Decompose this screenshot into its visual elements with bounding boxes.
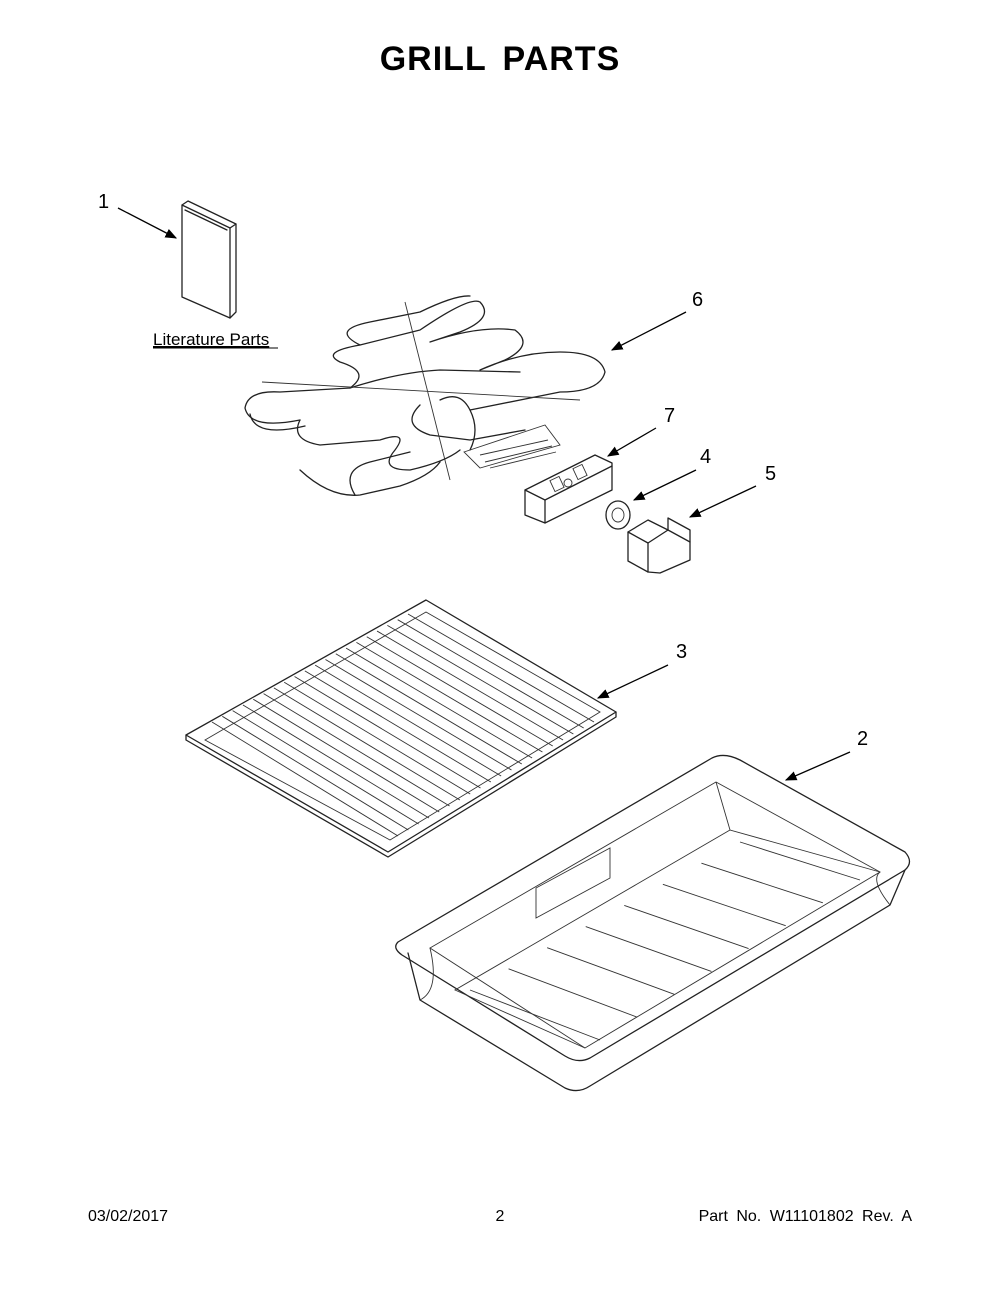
pan-rib <box>739 841 861 881</box>
grate-bars <box>211 613 595 837</box>
grate-bar <box>387 624 574 735</box>
callout-1-arrow <box>117 207 178 239</box>
pan-rib <box>508 968 638 1018</box>
grate-bar <box>283 681 471 795</box>
callout-2-arrow <box>784 751 851 781</box>
grate-bar <box>335 653 523 765</box>
grate-bar <box>294 676 481 789</box>
grill-element-drawing <box>244 295 606 496</box>
terminal-block-drawing <box>524 454 613 524</box>
grate-bar <box>242 704 430 819</box>
callout-3: 3 <box>676 641 687 663</box>
callout-5: 5 <box>765 463 776 485</box>
callout-5-arrow <box>688 485 757 518</box>
pan-rib <box>469 989 601 1041</box>
callout-3-arrow <box>596 664 669 699</box>
footer-page-number: 2 <box>495 1208 505 1225</box>
grate-bar <box>253 698 440 813</box>
pan-rib <box>585 926 712 972</box>
callout-1: 1 <box>98 191 109 213</box>
grate-bar <box>376 630 564 741</box>
grate-bar <box>325 659 512 771</box>
pan-rib <box>701 862 823 904</box>
literature-parts-label: Literature Parts <box>153 330 269 349</box>
callout-7: 7 <box>664 405 675 427</box>
page-title: GRILL PARTS <box>379 40 621 78</box>
pan-ribs <box>469 841 861 1041</box>
grate-bar <box>366 636 553 747</box>
pan-rib <box>662 883 786 927</box>
callout-6-arrow <box>610 311 687 351</box>
grate-bar <box>356 642 543 753</box>
grate-bar <box>232 710 419 825</box>
grate-bar <box>397 619 584 729</box>
grate-bar <box>345 647 533 759</box>
grate-bar <box>273 687 461 801</box>
grate-bar <box>304 670 492 783</box>
pan-rib <box>624 905 749 949</box>
grate-bar <box>222 715 409 831</box>
washer-drawing <box>605 500 631 530</box>
grate-bar <box>314 664 502 777</box>
callout-2: 2 <box>857 728 868 750</box>
callout-4-arrow <box>632 469 697 501</box>
callout-6: 6 <box>692 289 703 311</box>
callout-7-arrow <box>606 427 657 457</box>
drip-pan-drawing <box>395 754 911 1092</box>
pan-rib <box>546 947 675 995</box>
callout-4: 4 <box>700 446 711 468</box>
footer-part-info: Part No. W11101802 Rev. A <box>698 1208 912 1225</box>
grate-bar <box>211 721 399 837</box>
grate-bar <box>407 613 595 723</box>
grill-grate-drawing <box>185 599 617 858</box>
grate-bar <box>263 693 450 807</box>
literature-part-drawing <box>181 200 237 319</box>
bracket-drawing <box>627 517 691 574</box>
footer-date: 03/02/2017 <box>88 1208 169 1225</box>
